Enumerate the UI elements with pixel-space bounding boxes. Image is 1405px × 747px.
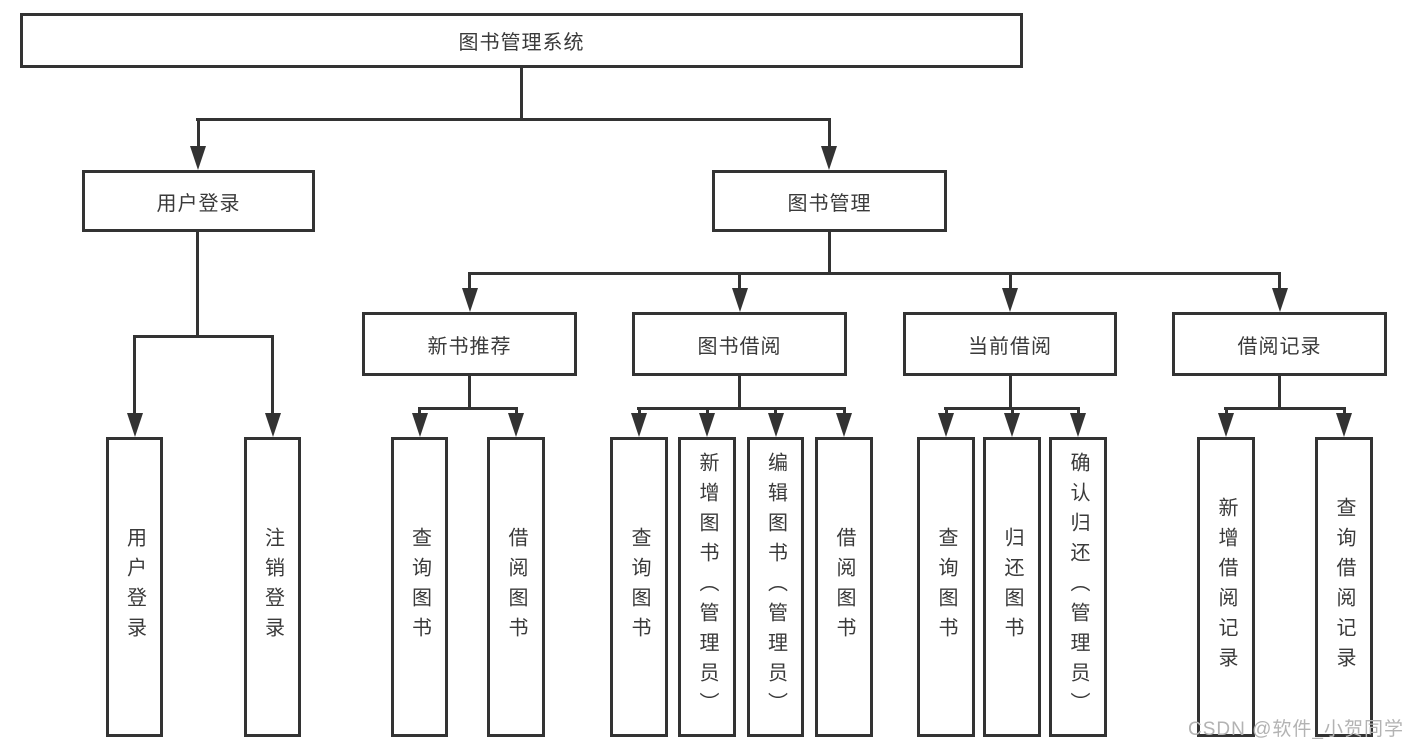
connector-line [133,335,274,338]
node-cb-query-books: 查询图书 [917,437,975,737]
connector-line [515,407,518,417]
arrow-down-icon [1004,413,1020,437]
node-bb-borrow-books-label: 借阅图书 [833,527,855,647]
arrow-down-icon [938,413,954,437]
arrow-down-icon [699,413,715,437]
arrow-down-icon [127,413,143,437]
arrow-down-icon [1272,288,1288,312]
connector-line [468,272,1281,275]
connector-line [1009,376,1012,407]
arrow-down-icon [462,288,478,312]
node-borrowing-records-label: 借阅记录 [1237,335,1322,358]
node-logout: 注销登录 [244,437,301,737]
connector-line [468,376,471,407]
node-bb-add-books-admin-label: 新增图书（管理员） [696,452,718,722]
arrow-down-icon [412,413,428,437]
node-nbr-query-books-label: 查询图书 [408,527,431,647]
connector-line [1278,272,1281,292]
node-current-borrowing: 当前借阅 [903,312,1117,376]
connector-line [828,118,831,152]
connector-line [1225,407,1228,417]
connector-line [1077,407,1080,417]
node-cb-confirm-return-admin: 确认归还（管理员） [1049,437,1107,737]
node-user-login-leaf-label: 用户登录 [123,527,146,647]
connector-line [1011,407,1014,417]
arrow-down-icon [631,413,647,437]
node-bb-borrow-books: 借阅图书 [815,437,873,737]
arrow-down-icon [732,288,748,312]
arrow-down-icon [1218,413,1234,437]
node-user-login: 用户登录 [82,170,315,232]
node-cb-query-books-label: 查询图书 [935,527,957,647]
connector-line [1224,407,1346,410]
node-bb-add-books-admin: 新增图书（管理员） [678,437,736,737]
node-book-management: 图书管理 [712,170,947,232]
node-cb-confirm-return-admin-label: 确认归还（管理员） [1067,452,1089,722]
node-current-borrowing-label: 当前借阅 [968,335,1052,358]
arrow-down-icon [1070,413,1086,437]
connector-line [1009,272,1012,292]
node-nbr-borrow-books: 借阅图书 [487,437,545,737]
connector-line [418,407,421,417]
connector-line [637,407,846,410]
connector-line [196,118,831,121]
node-new-book-recommend: 新书推荐 [362,312,577,376]
connector-line [738,272,741,292]
node-book-borrowing-label: 图书借阅 [697,335,782,358]
node-bb-edit-books-admin: 编辑图书（管理员） [747,437,804,737]
connector-line [706,407,709,417]
connector-line [1343,407,1346,417]
node-library-system-label: 图书管理系统 [458,32,585,54]
node-bb-query-books: 查询图书 [610,437,668,737]
arrow-down-icon [821,146,837,170]
csdn-watermark: CSDN @软件_小贺同学 [1188,719,1404,740]
arrow-down-icon [508,413,524,437]
arrow-down-icon [768,413,784,437]
connector-line [945,407,948,417]
node-bb-edit-books-admin-label: 编辑图书（管理员） [764,452,787,722]
node-new-book-recommend-label: 新书推荐 [427,335,512,358]
connector-line [197,118,200,152]
node-book-management-label: 图书管理 [787,192,872,215]
arrow-down-icon [1002,288,1018,312]
connector-line [520,68,523,120]
node-book-borrowing: 图书借阅 [632,312,847,376]
connector-line [638,407,641,417]
connector-line [738,376,741,407]
node-bb-query-books-label: 查询图书 [628,527,650,647]
node-user-login-label: 用户登录 [156,192,241,215]
arrow-down-icon [836,413,852,437]
node-library-system: 图书管理系统 [20,13,1023,68]
node-nbr-query-books: 查询图书 [391,437,448,737]
node-cb-return-books: 归还图书 [983,437,1041,737]
connector-line [1278,376,1281,407]
arrow-down-icon [1336,413,1352,437]
arrow-down-icon [265,413,281,437]
node-user-login-leaf: 用户登录 [106,437,163,737]
node-cb-return-books-label: 归还图书 [1001,527,1023,647]
node-br-add-record: 新增借阅记录 [1197,437,1255,737]
node-nbr-borrow-books-label: 借阅图书 [505,527,527,647]
connector-line [843,407,846,417]
connector-line [196,232,199,335]
node-logout-label: 注销登录 [261,527,284,647]
node-br-query-record: 查询借阅记录 [1315,437,1373,737]
connector-line [133,335,136,413]
connector-line [828,232,831,272]
node-br-query-record-label: 查询借阅记录 [1333,497,1355,677]
node-borrowing-records: 借阅记录 [1172,312,1387,376]
connector-line [774,407,777,417]
connector-line [271,335,274,413]
arrow-down-icon [190,146,206,170]
node-br-add-record-label: 新增借阅记录 [1215,497,1237,677]
connector-line [468,272,471,292]
connector-line [418,407,518,410]
